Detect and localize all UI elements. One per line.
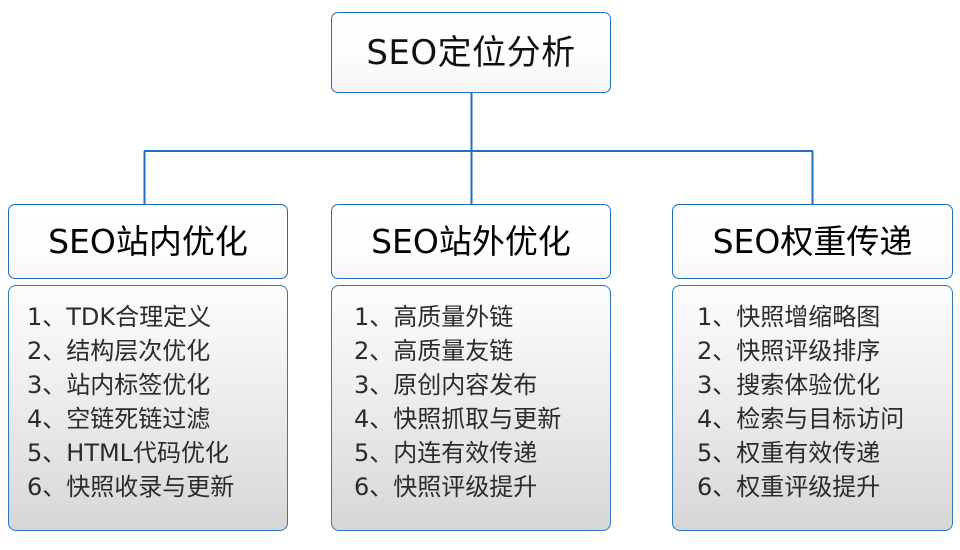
list-item: 3、搜索体验优化 bbox=[697, 371, 881, 399]
branch-header-label-1: SEO站内优化 bbox=[48, 222, 248, 261]
branch-list-3: 1、快照增缩略图 2、快照评级排序 3、搜索体验优化 4、检索与目标访问 5、权… bbox=[672, 285, 953, 531]
list-item: 6、快照收录与更新 bbox=[27, 473, 235, 501]
branch-header-label-3: SEO权重传递 bbox=[712, 222, 913, 261]
list-item: 6、快照评级提升 bbox=[354, 473, 538, 501]
list-item: 4、空链死链过滤 bbox=[27, 405, 211, 433]
branch-list-2: 1、高质量外链 2、高质量友链 3、原创内容发布 4、快照抓取与更新 5、内连有… bbox=[331, 285, 611, 531]
root-node[interactable]: SEO定位分析 bbox=[331, 12, 611, 93]
list-item: 3、原创内容发布 bbox=[354, 371, 538, 399]
branch-column-3: SEO权重传递 1、快照增缩略图 2、快照评级排序 3、搜索体验优化 4、检索与… bbox=[672, 204, 953, 531]
list-item: 6、权重评级提升 bbox=[697, 473, 881, 501]
list-item: 4、检索与目标访问 bbox=[697, 405, 905, 433]
list-item: 2、结构层次优化 bbox=[27, 337, 211, 365]
list-item: 5、HTML代码优化 bbox=[27, 439, 230, 467]
branch-column-1: SEO站内优化 1、TDK合理定义 2、结构层次优化 3、站内标签优化 4、空链… bbox=[8, 204, 288, 531]
list-item: 3、站内标签优化 bbox=[27, 371, 211, 399]
list-item: 1、快照增缩略图 bbox=[697, 303, 881, 331]
list-item: 5、内连有效传递 bbox=[354, 439, 538, 467]
branch-list-1: 1、TDK合理定义 2、结构层次优化 3、站内标签优化 4、空链死链过滤 5、H… bbox=[8, 285, 288, 531]
branch-header-1[interactable]: SEO站内优化 bbox=[8, 204, 288, 279]
list-item: 1、TDK合理定义 bbox=[27, 303, 212, 331]
list-item: 1、高质量外链 bbox=[354, 303, 514, 331]
branch-header-2[interactable]: SEO站外优化 bbox=[331, 204, 611, 279]
root-node-label: SEO定位分析 bbox=[366, 32, 576, 73]
list-item: 4、快照抓取与更新 bbox=[354, 405, 562, 433]
list-item: 2、高质量友链 bbox=[354, 337, 514, 365]
branch-column-2: SEO站外优化 1、高质量外链 2、高质量友链 3、原创内容发布 4、快照抓取与… bbox=[331, 204, 611, 531]
branch-header-label-2: SEO站外优化 bbox=[371, 222, 571, 261]
list-item: 2、快照评级排序 bbox=[697, 337, 881, 365]
list-item: 5、权重有效传递 bbox=[697, 439, 881, 467]
branch-header-3[interactable]: SEO权重传递 bbox=[672, 204, 953, 279]
